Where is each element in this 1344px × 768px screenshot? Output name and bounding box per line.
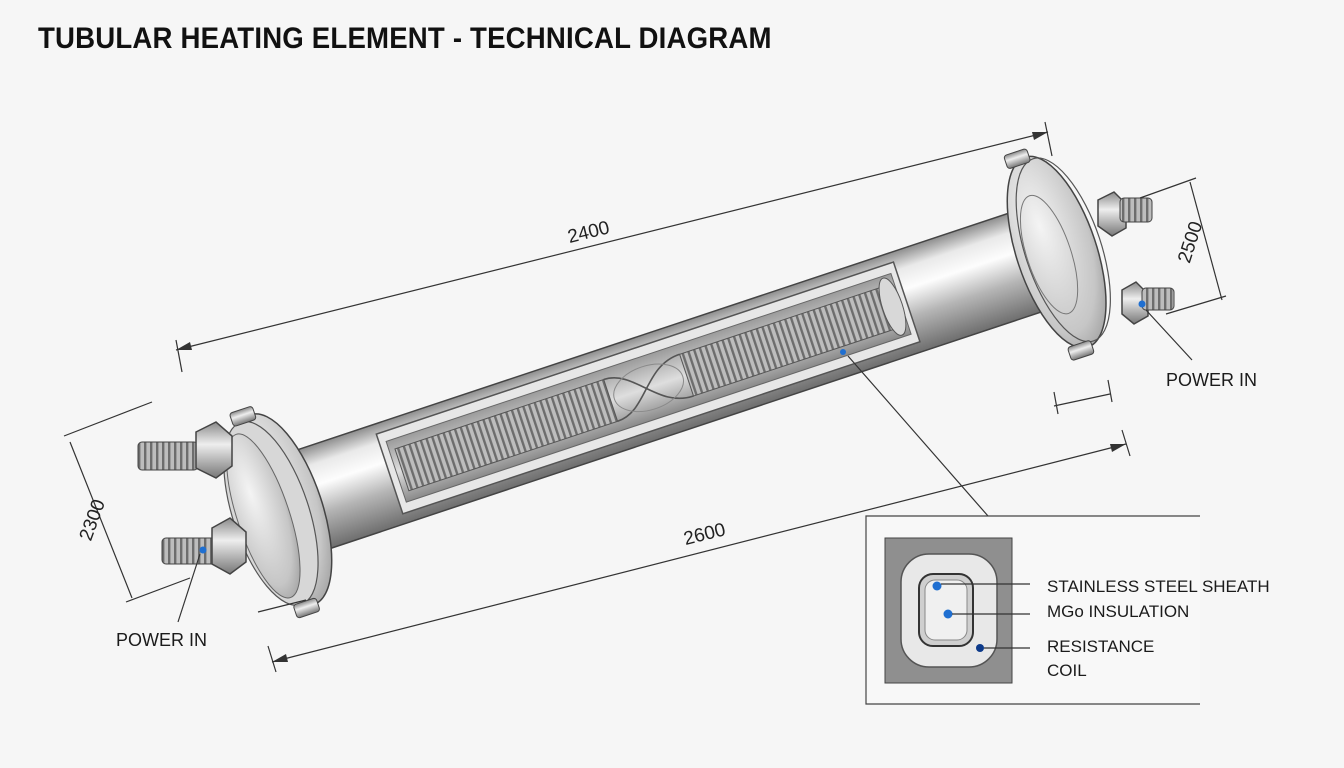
insulation-label: MGo INSULATION xyxy=(1047,602,1189,621)
page-title: TUBULAR HEATING ELEMENT - TECHNICAL DIAG… xyxy=(38,22,772,55)
left-flange xyxy=(223,406,333,619)
resistance-coil-left xyxy=(394,378,619,492)
dim-2300: 2300 xyxy=(76,497,110,544)
insulation-marker xyxy=(943,609,953,619)
power-in-right-label: POWER IN xyxy=(1166,370,1257,390)
cross-section-inset: STAINLESS STEEL SHEATH MGo INSULATION RE… xyxy=(865,515,1270,705)
right-flange xyxy=(1003,148,1111,361)
coil-label-line1: RESISTANCE xyxy=(1047,637,1154,656)
coil-label-line2: COIL xyxy=(1047,661,1087,680)
coil-twist xyxy=(603,353,694,423)
dimension-arrows xyxy=(176,132,1126,662)
coil-marker xyxy=(976,644,984,652)
power-in-left-label: POWER IN xyxy=(116,630,207,650)
sheath-marker xyxy=(932,581,942,591)
dimension-lines xyxy=(63,121,1227,673)
right-terminal-lower xyxy=(1121,281,1175,325)
dim-2500: 2500 xyxy=(1174,219,1207,266)
dim-2600: 2600 xyxy=(682,519,728,550)
left-terminal-upper xyxy=(137,421,233,479)
sheath-label: STAINLESS STEEL SHEATH xyxy=(1047,577,1270,596)
left-terminal-lower xyxy=(161,517,247,575)
right-terminal-upper xyxy=(1097,191,1153,237)
tube-assembly xyxy=(223,148,1111,619)
